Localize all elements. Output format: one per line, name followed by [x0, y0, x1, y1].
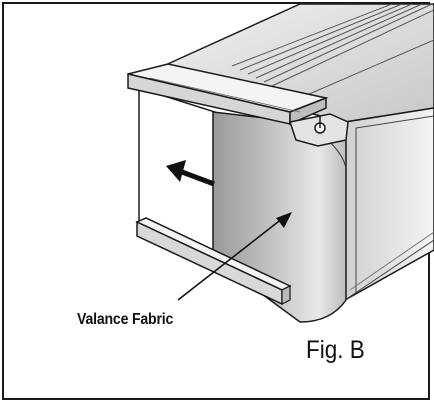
pull-direction-arrow — [166, 160, 215, 187]
end-cap — [289, 113, 349, 147]
figure-caption: Fig. B — [306, 336, 365, 364]
top-rail — [127, 63, 329, 126]
callout-leader-arrow — [177, 212, 292, 301]
housing-top — [147, 3, 434, 123]
valance-fabric-label: Valance Fabric — [77, 311, 174, 328]
bottom-rail — [135, 217, 292, 306]
housing-side — [344, 107, 434, 302]
